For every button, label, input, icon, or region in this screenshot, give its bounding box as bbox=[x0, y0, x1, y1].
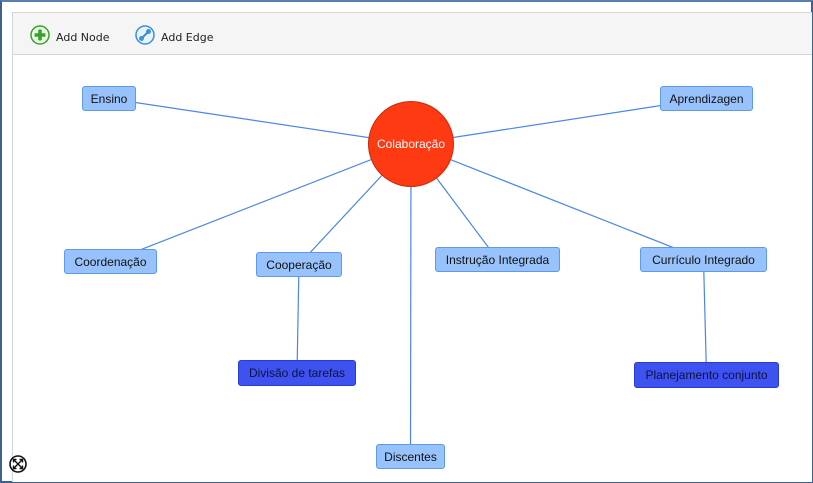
add-node-button[interactable]: Add Node bbox=[30, 24, 110, 50]
edge-colaboracao-discentes[interactable] bbox=[409, 143, 412, 457]
node-planejamento-label: Planejamento conjunto bbox=[645, 368, 768, 382]
node-planejamento[interactable]: Planejamento conjunto bbox=[634, 362, 779, 388]
node-discentes-label: Discentes bbox=[384, 449, 437, 464]
link-icon bbox=[135, 24, 155, 50]
node-cooperacao[interactable]: Cooperação bbox=[256, 252, 342, 277]
node-ensino[interactable]: Ensino bbox=[82, 86, 136, 111]
node-coordenacao[interactable]: Coordenação bbox=[64, 249, 157, 274]
edge-colaboracao-coordenacao[interactable] bbox=[110, 143, 412, 263]
edge-colaboracao-ensino[interactable] bbox=[108, 97, 412, 145]
network-canvas[interactable]: Colaboração Ensino Aprendizagen Coordena… bbox=[13, 55, 812, 482]
plus-circle-icon bbox=[30, 24, 50, 50]
add-edge-button[interactable]: Add Edge bbox=[135, 24, 214, 50]
node-divisao[interactable]: Divisão de tarefas bbox=[238, 360, 356, 386]
node-coordenacao-label: Coordenação bbox=[74, 254, 147, 269]
node-curriculo[interactable]: Currículo Integrado bbox=[640, 247, 767, 272]
node-divisao-label: Divisão de tarefas bbox=[248, 366, 346, 380]
node-colaboracao[interactable]: Colaboração bbox=[368, 101, 454, 187]
node-cooperacao-label: Cooperação bbox=[266, 257, 332, 272]
node-colaboracao-label: Colaboração bbox=[376, 137, 446, 151]
add-edge-label: Add Edge bbox=[161, 30, 214, 44]
node-discentes[interactable]: Discentes bbox=[376, 444, 445, 469]
graph-panel: Add Node Add Edge Colaboração bbox=[12, 12, 812, 482]
node-instrucao-label: Instrução Integrada bbox=[445, 252, 550, 267]
node-ensino-label: Ensino bbox=[90, 91, 128, 106]
edge-colaboracao-curriculo[interactable] bbox=[410, 143, 704, 261]
edge-cooperacao-divisao[interactable] bbox=[296, 264, 300, 374]
add-node-label: Add Node bbox=[56, 30, 110, 44]
node-aprendizagem-label: Aprendizagen bbox=[669, 91, 744, 106]
edge-curriculo-planejamento[interactable] bbox=[702, 259, 708, 376]
fit-to-screen-icon[interactable] bbox=[9, 455, 27, 473]
edge-colaboracao-aprendizagem[interactable] bbox=[410, 97, 707, 145]
node-aprendizagem[interactable]: Aprendizagen bbox=[660, 86, 753, 111]
node-curriculo-label: Currículo Integrado bbox=[652, 252, 755, 267]
toolbar: Add Node Add Edge bbox=[13, 13, 812, 55]
node-instrucao[interactable]: Instrução Integrada bbox=[435, 247, 560, 272]
